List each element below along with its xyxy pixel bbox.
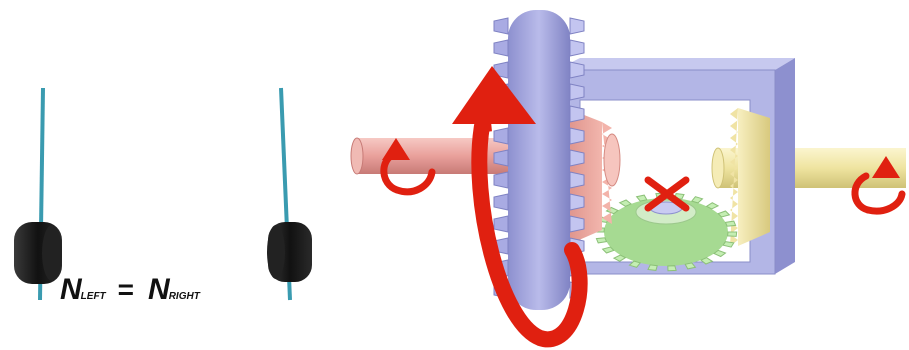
equation-right-symbol: N <box>148 273 169 306</box>
equation-left-subscript: LEFT <box>81 291 106 302</box>
equation-left-symbol: N <box>60 273 81 306</box>
spider-gear <box>595 193 736 270</box>
right-wheel-assembly <box>267 88 312 300</box>
equation-operator: = <box>118 274 134 305</box>
left-wheel-assembly <box>14 88 62 300</box>
wheel-speed-equation: NLEFT=NRIGHT <box>60 273 200 307</box>
equation-right-subscript: RIGHT <box>169 291 200 302</box>
